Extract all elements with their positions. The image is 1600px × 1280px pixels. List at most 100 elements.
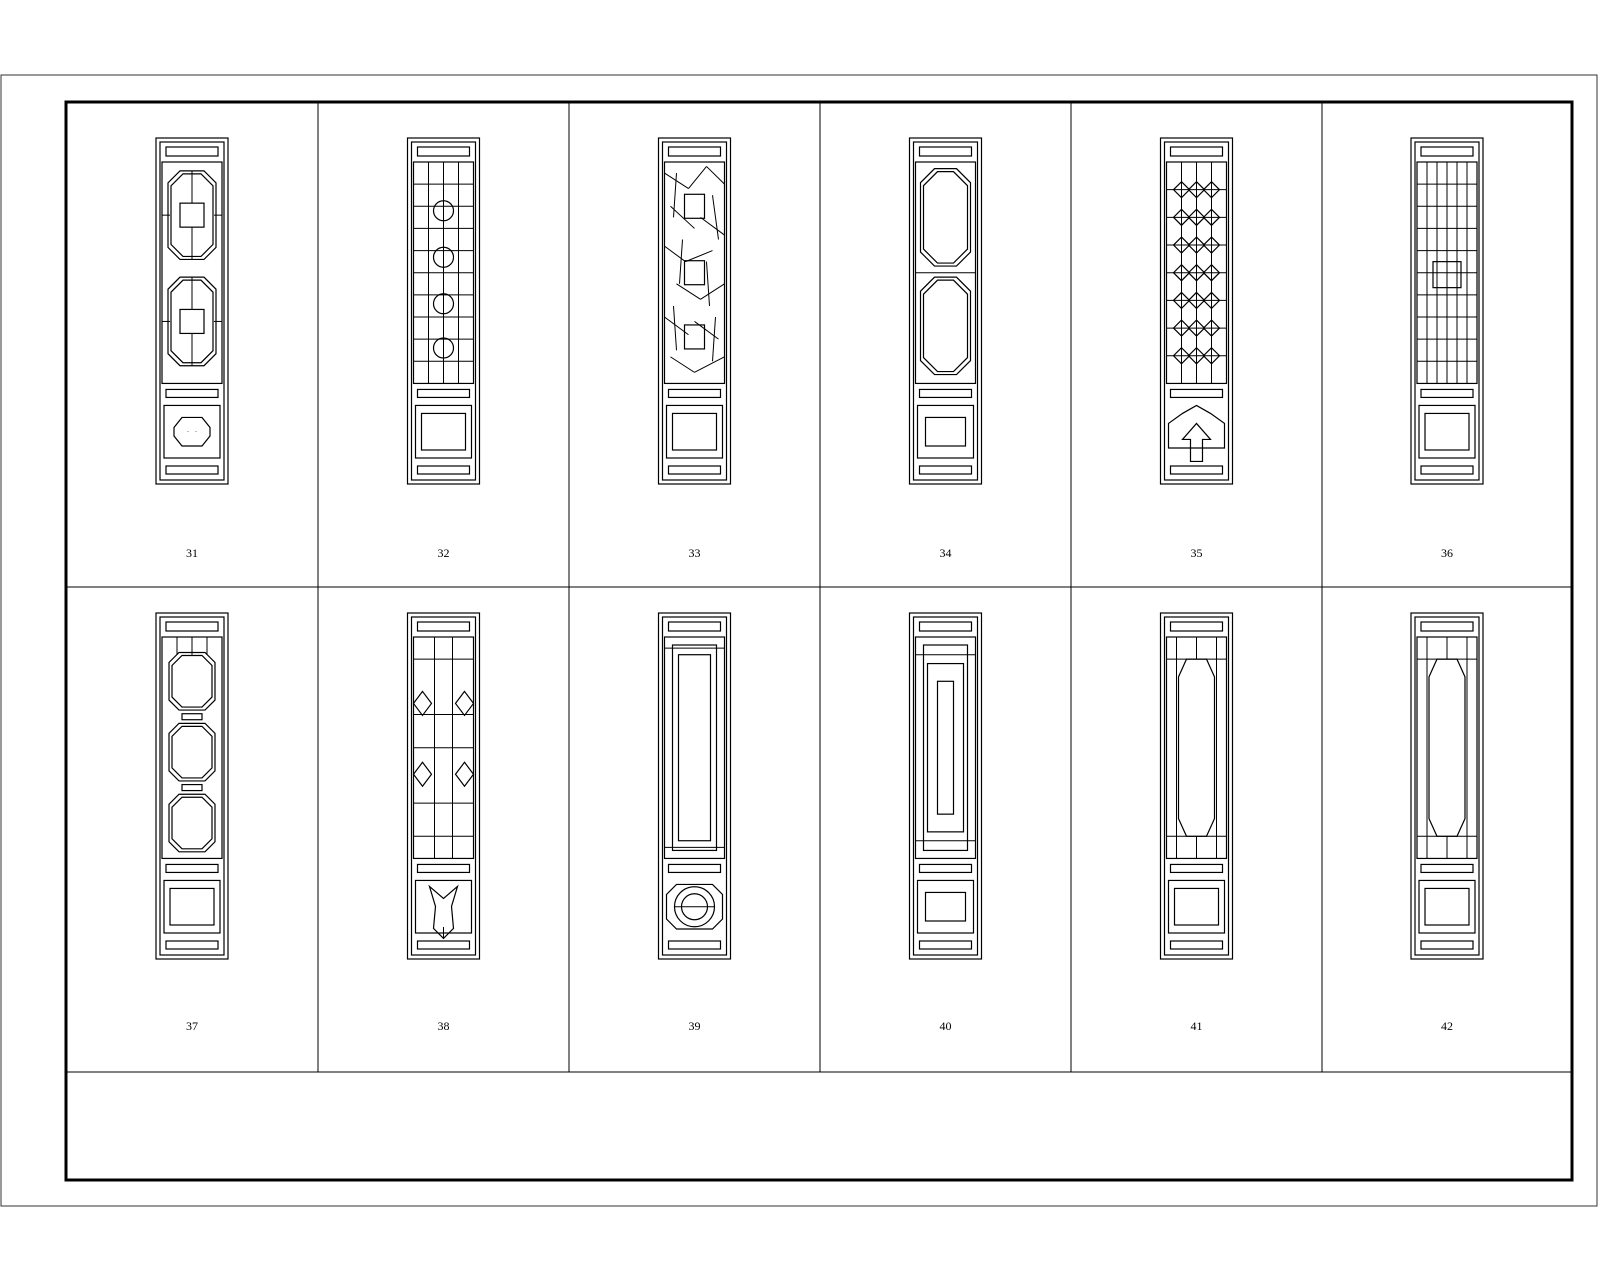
door-panel-36: 36 xyxy=(1410,137,1484,560)
bottom-panel xyxy=(665,404,724,459)
panel-outer-frame xyxy=(155,137,229,485)
lattice-bar xyxy=(700,216,725,236)
diamond-ornament xyxy=(1187,346,1206,365)
octagon-panel xyxy=(665,883,724,930)
middle-rail xyxy=(1420,863,1474,874)
lattice-bar xyxy=(673,173,677,218)
inner-panel xyxy=(671,412,718,451)
diamond-ornament xyxy=(454,690,475,717)
bottom-panel xyxy=(916,879,975,934)
lattice-bar xyxy=(688,166,707,189)
bottom-rail xyxy=(165,465,219,475)
panel-outer-frame xyxy=(406,612,481,960)
panel-inner-frame xyxy=(661,616,728,956)
panel-outer-frame xyxy=(1410,612,1484,960)
lattice-frame xyxy=(161,161,223,385)
bottom-panel xyxy=(163,404,221,459)
bottom-panel xyxy=(414,404,473,459)
stepped-pane xyxy=(1177,658,1216,837)
diamond-ornament xyxy=(1202,208,1221,227)
top-rail xyxy=(165,146,219,157)
door-panel-39: 39 xyxy=(657,612,732,1033)
top-rail xyxy=(165,621,219,632)
diamond-ornament xyxy=(1187,236,1206,254)
octagon-frame xyxy=(919,168,972,267)
lattice-bar xyxy=(664,172,689,189)
diamond-ornament xyxy=(1172,180,1191,199)
bottom-rail xyxy=(1169,465,1224,475)
panel-label: 33 xyxy=(689,546,701,560)
inner-panel xyxy=(1173,887,1220,926)
octagon-frame xyxy=(167,170,217,261)
panel-inner-frame xyxy=(912,141,979,481)
lattice-frame xyxy=(914,636,977,860)
top-rail xyxy=(1169,146,1224,157)
lattice-bar xyxy=(673,305,677,351)
grid-lines xyxy=(66,102,1572,1073)
middle-pane xyxy=(926,662,965,833)
inner-panel xyxy=(924,891,967,922)
middle-rail xyxy=(1420,388,1474,399)
medallion-square xyxy=(683,324,706,350)
door-panel-41: 41 xyxy=(1159,612,1234,1033)
middle-rail xyxy=(165,388,219,399)
panel-label: 42 xyxy=(1441,1019,1453,1033)
top-rail xyxy=(667,146,722,157)
lattice-frame xyxy=(663,636,726,860)
diamond-ornament xyxy=(1172,319,1191,337)
octagon-frame xyxy=(168,793,216,853)
panel-inner-frame xyxy=(1163,141,1230,481)
tassel-ornament xyxy=(428,884,459,940)
panel-outer-frame xyxy=(406,137,481,485)
octagon-inner xyxy=(922,171,969,264)
panel-outer-frame xyxy=(908,137,983,485)
top-rail xyxy=(1420,146,1474,157)
panel-outer-frame xyxy=(1410,137,1484,485)
bottom-rail xyxy=(667,940,722,950)
lattice-bar xyxy=(706,166,725,185)
ring-ornament xyxy=(432,337,455,359)
panel-label: 34 xyxy=(940,546,952,560)
lattice-bar xyxy=(706,261,710,306)
door-panel-34: 34 xyxy=(908,137,983,560)
inner-panel xyxy=(1424,412,1470,451)
panel-label: 36 xyxy=(1441,546,1453,560)
diamond-ornament xyxy=(1187,208,1206,227)
top-rail xyxy=(918,146,973,157)
bottom-panel xyxy=(1418,879,1476,934)
panel-outer-frame xyxy=(155,612,229,960)
panel-inner-frame xyxy=(1414,141,1480,481)
diamond-ornament xyxy=(1187,180,1206,199)
diamond-ornament xyxy=(1172,208,1191,227)
bottom-rail xyxy=(1169,940,1224,950)
inner-border xyxy=(922,644,969,852)
lattice-bar xyxy=(712,195,719,240)
diamond-ornament xyxy=(1202,291,1221,310)
door-panel-40: 40 xyxy=(908,612,983,1033)
diamond-ornament xyxy=(412,690,433,717)
diamond-ornament xyxy=(1202,236,1221,254)
panel-label: 40 xyxy=(940,1019,952,1033)
middle-rail xyxy=(165,863,219,874)
panel-inner-frame xyxy=(912,616,979,956)
lattice-frame xyxy=(1165,636,1228,860)
octagon-frame xyxy=(168,722,216,782)
octagon-inner xyxy=(922,279,969,373)
middle-rail xyxy=(918,863,973,874)
lattice-bar xyxy=(676,283,701,300)
top-rail xyxy=(918,621,973,632)
panel-inner-frame xyxy=(410,141,477,481)
panel-label: 39 xyxy=(689,1019,701,1033)
middle-rail xyxy=(416,388,471,399)
bottom-rail xyxy=(918,465,973,475)
bottom-rail xyxy=(1420,940,1474,950)
middle-rail xyxy=(667,388,722,399)
panel-label: 32 xyxy=(438,546,450,560)
door-panel-38: 38 xyxy=(406,612,481,1033)
inner-panel xyxy=(420,412,467,451)
inner-border xyxy=(671,644,718,852)
diamond-ornament xyxy=(1187,263,1206,282)
door-panel-42: 42 xyxy=(1410,612,1484,1033)
